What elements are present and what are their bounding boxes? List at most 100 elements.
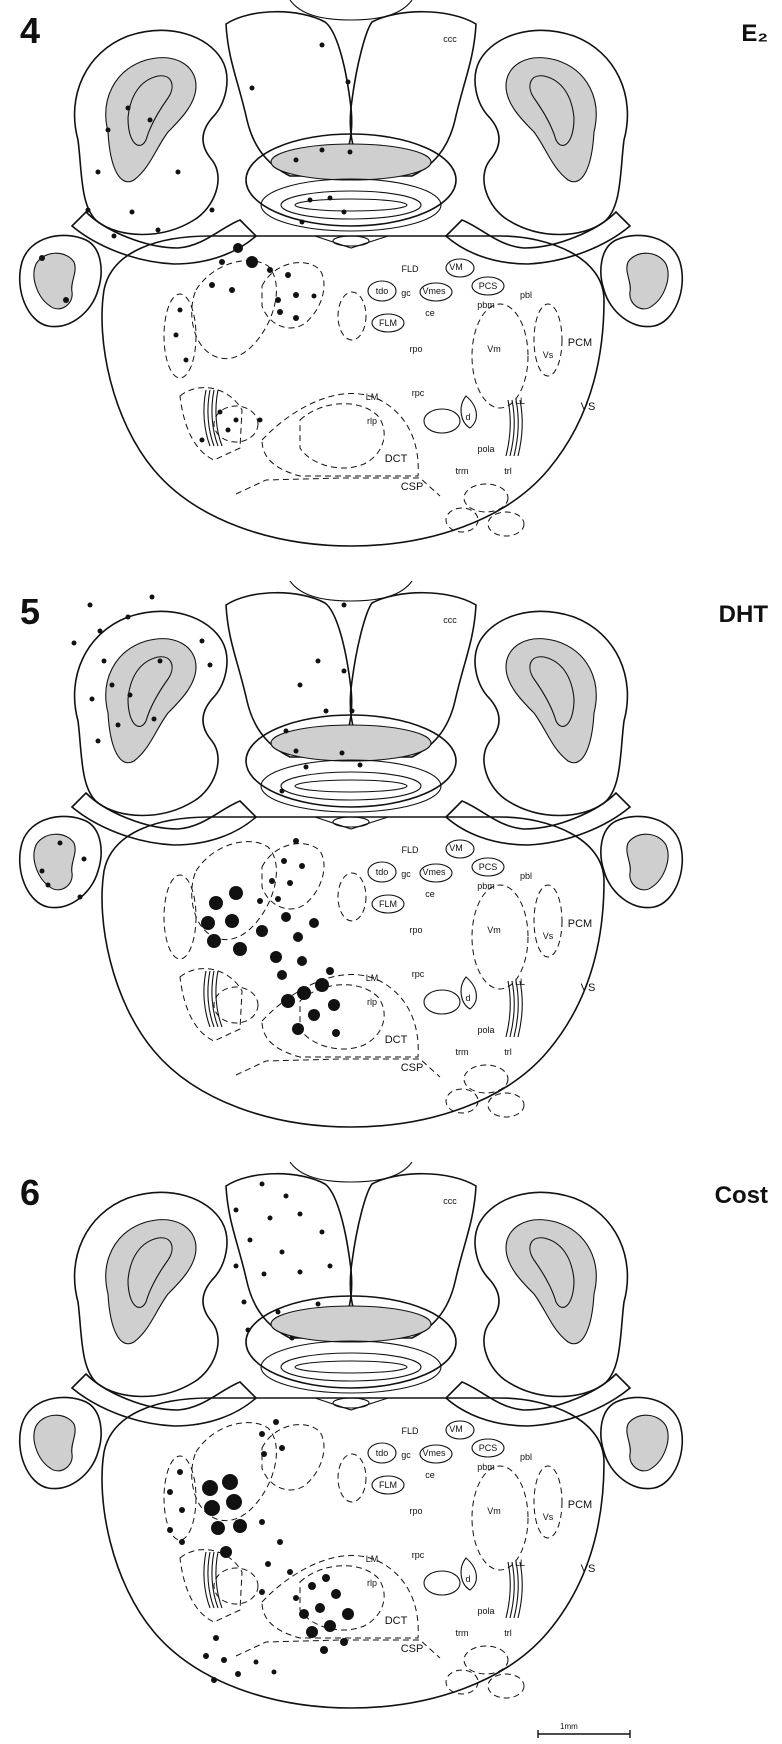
region-label-pola: pola [477,1025,494,1035]
label-dot [358,763,363,768]
region-label-Vs: Vs [543,350,554,360]
label-dot [211,1521,225,1535]
label-dot [342,603,347,608]
region-label-rpc: rpc [412,969,425,979]
label-dot [287,1569,293,1575]
label-dot [156,228,161,233]
label-dot [316,659,321,664]
fibre-line-right [506,400,510,456]
region-label-LL: LL [515,1558,525,1568]
label-dot [213,1635,219,1641]
nucleus-outline-gb [338,1454,366,1502]
nucleus-outline-rpc [300,1566,384,1630]
label-dot [324,1620,336,1632]
region-label-ccc: ccc [443,615,457,625]
label-dot [279,1445,285,1451]
region-label-Vm: Vm [487,1506,501,1516]
region-label-ce: ce [425,889,435,899]
region-label-FLD: FLD [401,264,419,274]
nucleus-outline-trl [488,1674,524,1698]
label-dot [201,916,215,930]
nucleus-pola-right-dorsal [424,409,460,433]
label-dot [86,208,91,213]
region-label-CSP: CSP [401,1643,424,1655]
label-dot [40,869,45,874]
nucleus-outline-trl [488,1093,524,1117]
label-dot [234,1208,239,1213]
label-dot [281,912,291,922]
region-label-pbl: pbl [520,871,532,881]
region-label-PCS: PCS [479,281,498,291]
label-dot [316,1302,321,1307]
region-label-ce: ce [425,1470,435,1480]
region-label-DCT: DCT [385,1615,408,1627]
label-dot [106,128,111,133]
region-label-LM: LM [366,392,379,402]
label-dot [276,1310,281,1315]
central-folium-shaded [271,725,431,761]
region-label-rlp: rlp [367,997,377,1007]
label-dot [272,1670,277,1675]
label-dot [258,418,263,423]
label-dot [88,603,93,608]
left-flocculus-shaded [34,253,75,309]
label-dot [221,1657,227,1663]
dorsal-top-arc [290,1162,412,1182]
nucleus-outline-right-vs [534,304,562,376]
nucleus-outline-trm [446,508,478,532]
fourth-ventricle [333,236,369,246]
label-dot [294,749,299,754]
label-dot [98,629,103,634]
region-label-trm: trm [456,1047,469,1057]
label-dot [320,43,325,48]
region-label-ccc: ccc [443,1196,457,1206]
region-label-VM: VM [449,1424,463,1434]
nucleus-outline-right-lateral [472,885,528,989]
region-label-Vmes: Vmes [422,1448,446,1458]
label-dot [179,1539,185,1545]
label-dot [219,259,225,265]
nucleus-outline-left-medial [262,1425,324,1490]
label-dot [332,1029,340,1037]
region-label-PCM: PCM [568,1499,592,1511]
label-dot [174,333,179,338]
nucleus-outline-left-ventral [192,261,277,359]
region-label-rpc: rpc [412,388,425,398]
label-dot [150,595,155,600]
label-dot [234,1264,239,1269]
region-label-LM: LM [366,1554,379,1564]
central-folium-shaded [271,1306,431,1342]
central-folium-core [295,780,407,792]
fibre-line-left [216,390,222,446]
label-dot [256,925,268,937]
label-dot [324,709,329,714]
label-dot [220,1546,232,1558]
label-dot [298,1270,303,1275]
right-hemisphere-shaded-folium [506,1220,596,1344]
region-label-PCS: PCS [479,1443,498,1453]
label-dot [293,292,299,298]
region-label-Vs: Vs [543,931,554,941]
label-dot [290,1336,295,1341]
label-dot [340,751,345,756]
label-dot [259,1519,265,1525]
region-label-pbm: pbm [477,300,495,310]
label-dot [308,198,313,203]
label-dot [326,967,334,975]
label-dot [246,256,258,268]
region-label-pola: pola [477,444,494,454]
label-dot [308,1009,320,1021]
region-label-Vmes: Vmes [422,867,446,877]
label-dot [308,1582,316,1590]
nucleus-outline-trm [446,1670,478,1694]
label-dot [128,693,133,698]
label-dot [304,765,309,770]
label-dot [200,438,205,443]
label-dot [315,1603,325,1613]
label-dot [297,956,307,966]
label-dot [259,1431,265,1437]
label-dot [110,683,115,688]
label-dot [299,863,305,869]
nucleus-outline-gb [338,873,366,921]
